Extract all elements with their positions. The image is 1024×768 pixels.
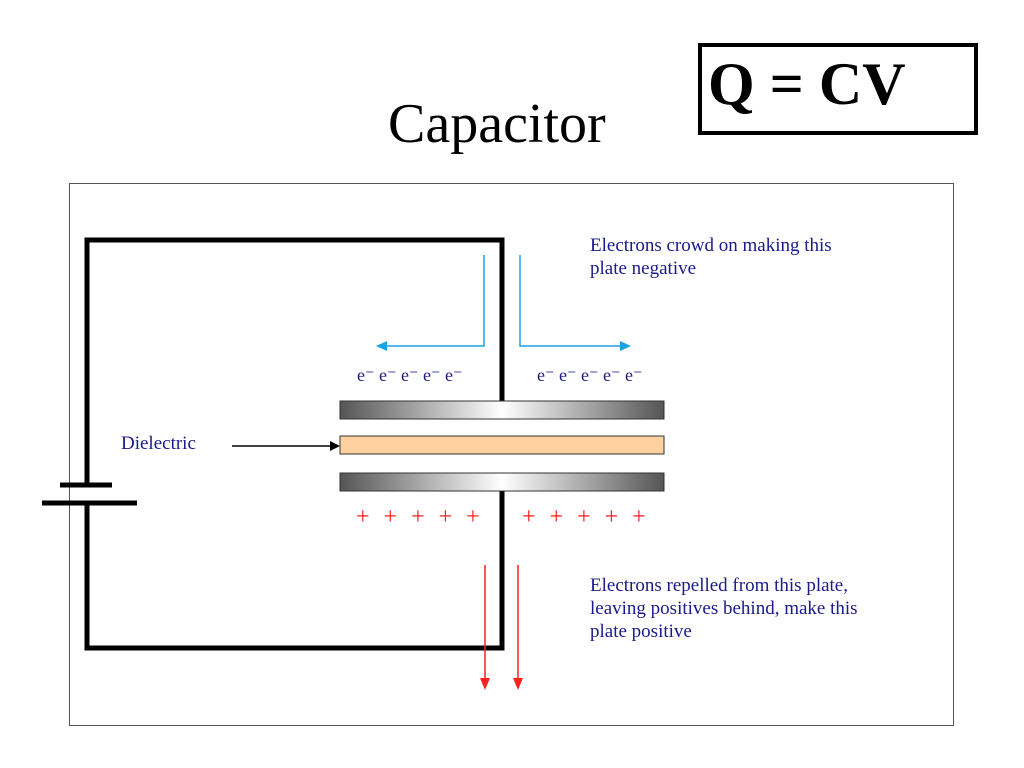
dielectric-arrowhead — [330, 441, 340, 451]
bottom-note-line-3: plate positive — [590, 621, 692, 642]
positive-plate — [339, 472, 665, 492]
circuit-wire-lower — [84, 490, 505, 651]
formula-text: Q = CV — [708, 51, 906, 117]
top-note-line-2: plate negative — [590, 258, 697, 279]
formula-box — [698, 43, 978, 135]
left-repel-arrowhead — [480, 678, 490, 690]
right-electron-flow-arrow — [519, 255, 622, 347]
diagram-panel — [69, 183, 954, 726]
dielectric-label: Dielectric — [121, 433, 196, 454]
left-electron-flow-arrow — [385, 255, 485, 347]
bottom-note: Electrons repelled from this plate, leav… — [590, 574, 858, 643]
left-electron-flow-arrowhead — [376, 341, 387, 351]
positives-right: + + + + + — [522, 504, 650, 530]
bottom-note-line-2: leaving positives behind, make this — [590, 598, 858, 619]
circuit-wire — [84, 237, 505, 485]
dielectric-layer — [339, 435, 665, 455]
positives-left: + + + + + — [356, 504, 484, 530]
negative-plate — [339, 400, 665, 420]
electrons-left: e⁻ e⁻ e⁻ e⁻ e⁻ — [357, 365, 463, 385]
top-note-line-1: Electrons crowd on making this — [590, 235, 832, 256]
bottom-note-line-1: Electrons repelled from this plate, — [590, 575, 848, 596]
top-note: Electrons crowd on making this plate neg… — [590, 234, 832, 280]
electrons-right: e⁻ e⁻ e⁻ e⁻ e⁻ — [537, 365, 643, 385]
capacitor-title: Capacitor — [388, 93, 606, 155]
right-repel-arrowhead — [513, 678, 523, 690]
right-electron-flow-arrowhead — [620, 341, 631, 351]
